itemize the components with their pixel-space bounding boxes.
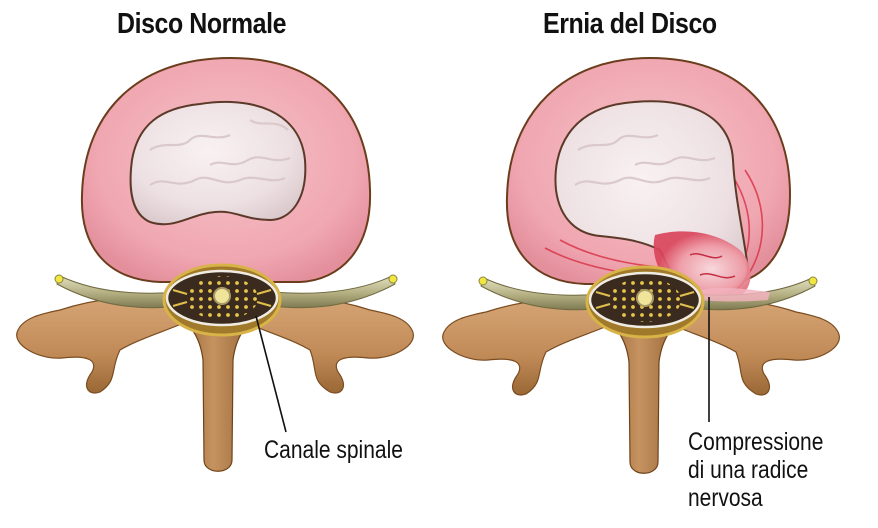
panel-title-normal-disc: Disco Normale <box>117 8 287 40</box>
callout-label-spinal-canal: Canale spinale <box>264 436 403 464</box>
normal-disc-illustration <box>16 56 414 472</box>
panel-title-herniated-disc: Ernia del Disco <box>543 8 717 40</box>
callout-line-canal <box>255 315 287 433</box>
callout-line-1: Compressione <box>688 428 824 456</box>
herniated-disc-illustration <box>442 56 840 474</box>
callout-line-2: di una radice <box>688 456 809 484</box>
callout-label-nerve-compression: Compressione di una radice nervosa <box>688 428 823 512</box>
callout-line-3: nervosa <box>688 484 763 512</box>
